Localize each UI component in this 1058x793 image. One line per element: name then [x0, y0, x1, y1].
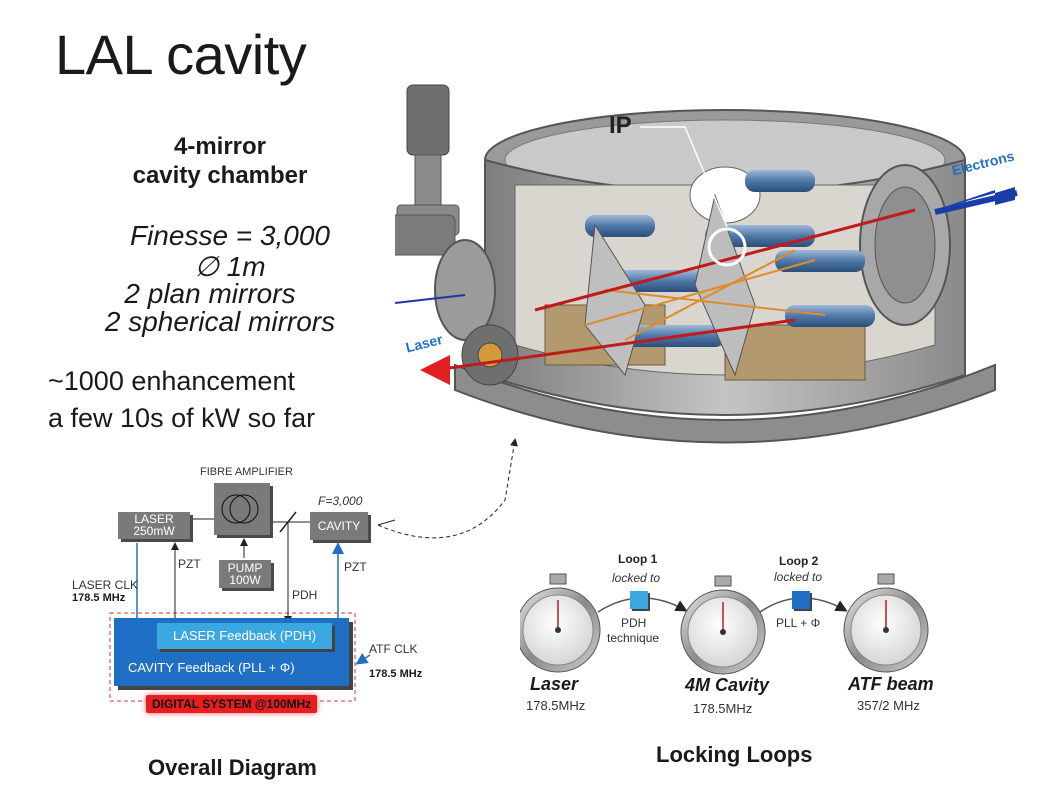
laser-clk-label: LASER CLK	[72, 578, 139, 592]
spec-plan-mirrors: 2 plan mirrors	[124, 278, 296, 309]
watch-atf-name: ATF beam	[848, 674, 934, 694]
pump-box: PUMP 100W	[219, 560, 271, 588]
laser-box-title: LASER	[134, 512, 174, 526]
page-title: LAL cavity	[55, 23, 307, 86]
loop1-title: Loop 1	[618, 552, 658, 566]
loop2-title: Loop 2	[779, 554, 819, 568]
atf-clk-freq: 178.5 MHz	[369, 668, 423, 680]
watch-cavity-name: 4M Cavity	[685, 675, 770, 695]
watch-cavity-freq: 178.5MHz	[693, 701, 753, 716]
loop2-method: PLL + Φ	[776, 616, 821, 630]
watch-laser-freq: 178.5MHz	[526, 698, 586, 713]
laser-box: LASER 250mW	[118, 512, 190, 539]
stopwatch-icon	[680, 575, 766, 675]
cavity-box: CAVITY	[310, 512, 368, 540]
spec-diameter: ∅ 1m	[194, 251, 266, 282]
fibre-amplifier-label: FIBRE AMPLIFIER	[200, 466, 293, 478]
loop1-indicator	[630, 591, 648, 609]
loop1-method-1: PDH	[621, 616, 647, 630]
locking-loops-caption: Locking Loops	[656, 742, 813, 767]
cavity-chamber-illustration	[395, 84, 1018, 444]
chamber-label-1: 4-mirror	[173, 133, 267, 160]
enhancement-line-2: a few 10s of kW so far	[48, 403, 316, 433]
spec-finesse: Finesse = 3,000	[129, 220, 331, 251]
ip-label: IP	[609, 112, 632, 139]
loop1-method-2: technique	[607, 631, 660, 645]
spec-spherical-mirrors: 2 spherical mirrors	[104, 306, 336, 337]
pump-box-power: 100W	[229, 573, 261, 587]
digital-system-badge: DIGITAL SYSTEM @100MHz	[146, 695, 318, 713]
stopwatch-icon	[843, 573, 929, 673]
chamber-label-2: cavity chamber	[132, 162, 308, 189]
pump-box-title: PUMP	[227, 561, 263, 575]
pzt-right-label: PZT	[344, 560, 367, 574]
pdh-label: PDH	[292, 588, 318, 602]
fibre-coil-icon	[221, 494, 259, 524]
overall-diagram-caption: Overall Diagram	[148, 755, 317, 780]
laser-box-power: 250mW	[133, 524, 175, 538]
laser-clk-freq: 178.5 MHz	[72, 592, 126, 604]
fibre-amplifier-box	[214, 483, 270, 535]
stopwatch-group	[520, 573, 929, 675]
loop2-sub: locked to	[774, 570, 823, 584]
cavity-finesse: F=3,000	[318, 494, 363, 508]
cavity-feedback-label: CAVITY Feedback (PLL + Φ)	[128, 660, 295, 675]
enhancement-line-1: ~1000 enhancement	[48, 366, 295, 396]
laser-feedback-box: LASER Feedback (PDH)	[157, 623, 332, 649]
stopwatch-icon	[520, 573, 601, 673]
atf-clk-label: ATF CLK	[369, 642, 418, 656]
loop2-indicator	[792, 591, 810, 609]
watch-laser-name: Laser	[530, 674, 579, 694]
pzt-left-label: PZT	[178, 557, 201, 571]
loop1-sub: locked to	[612, 571, 661, 585]
watch-atf-freq: 357/2 MHz	[857, 698, 920, 713]
